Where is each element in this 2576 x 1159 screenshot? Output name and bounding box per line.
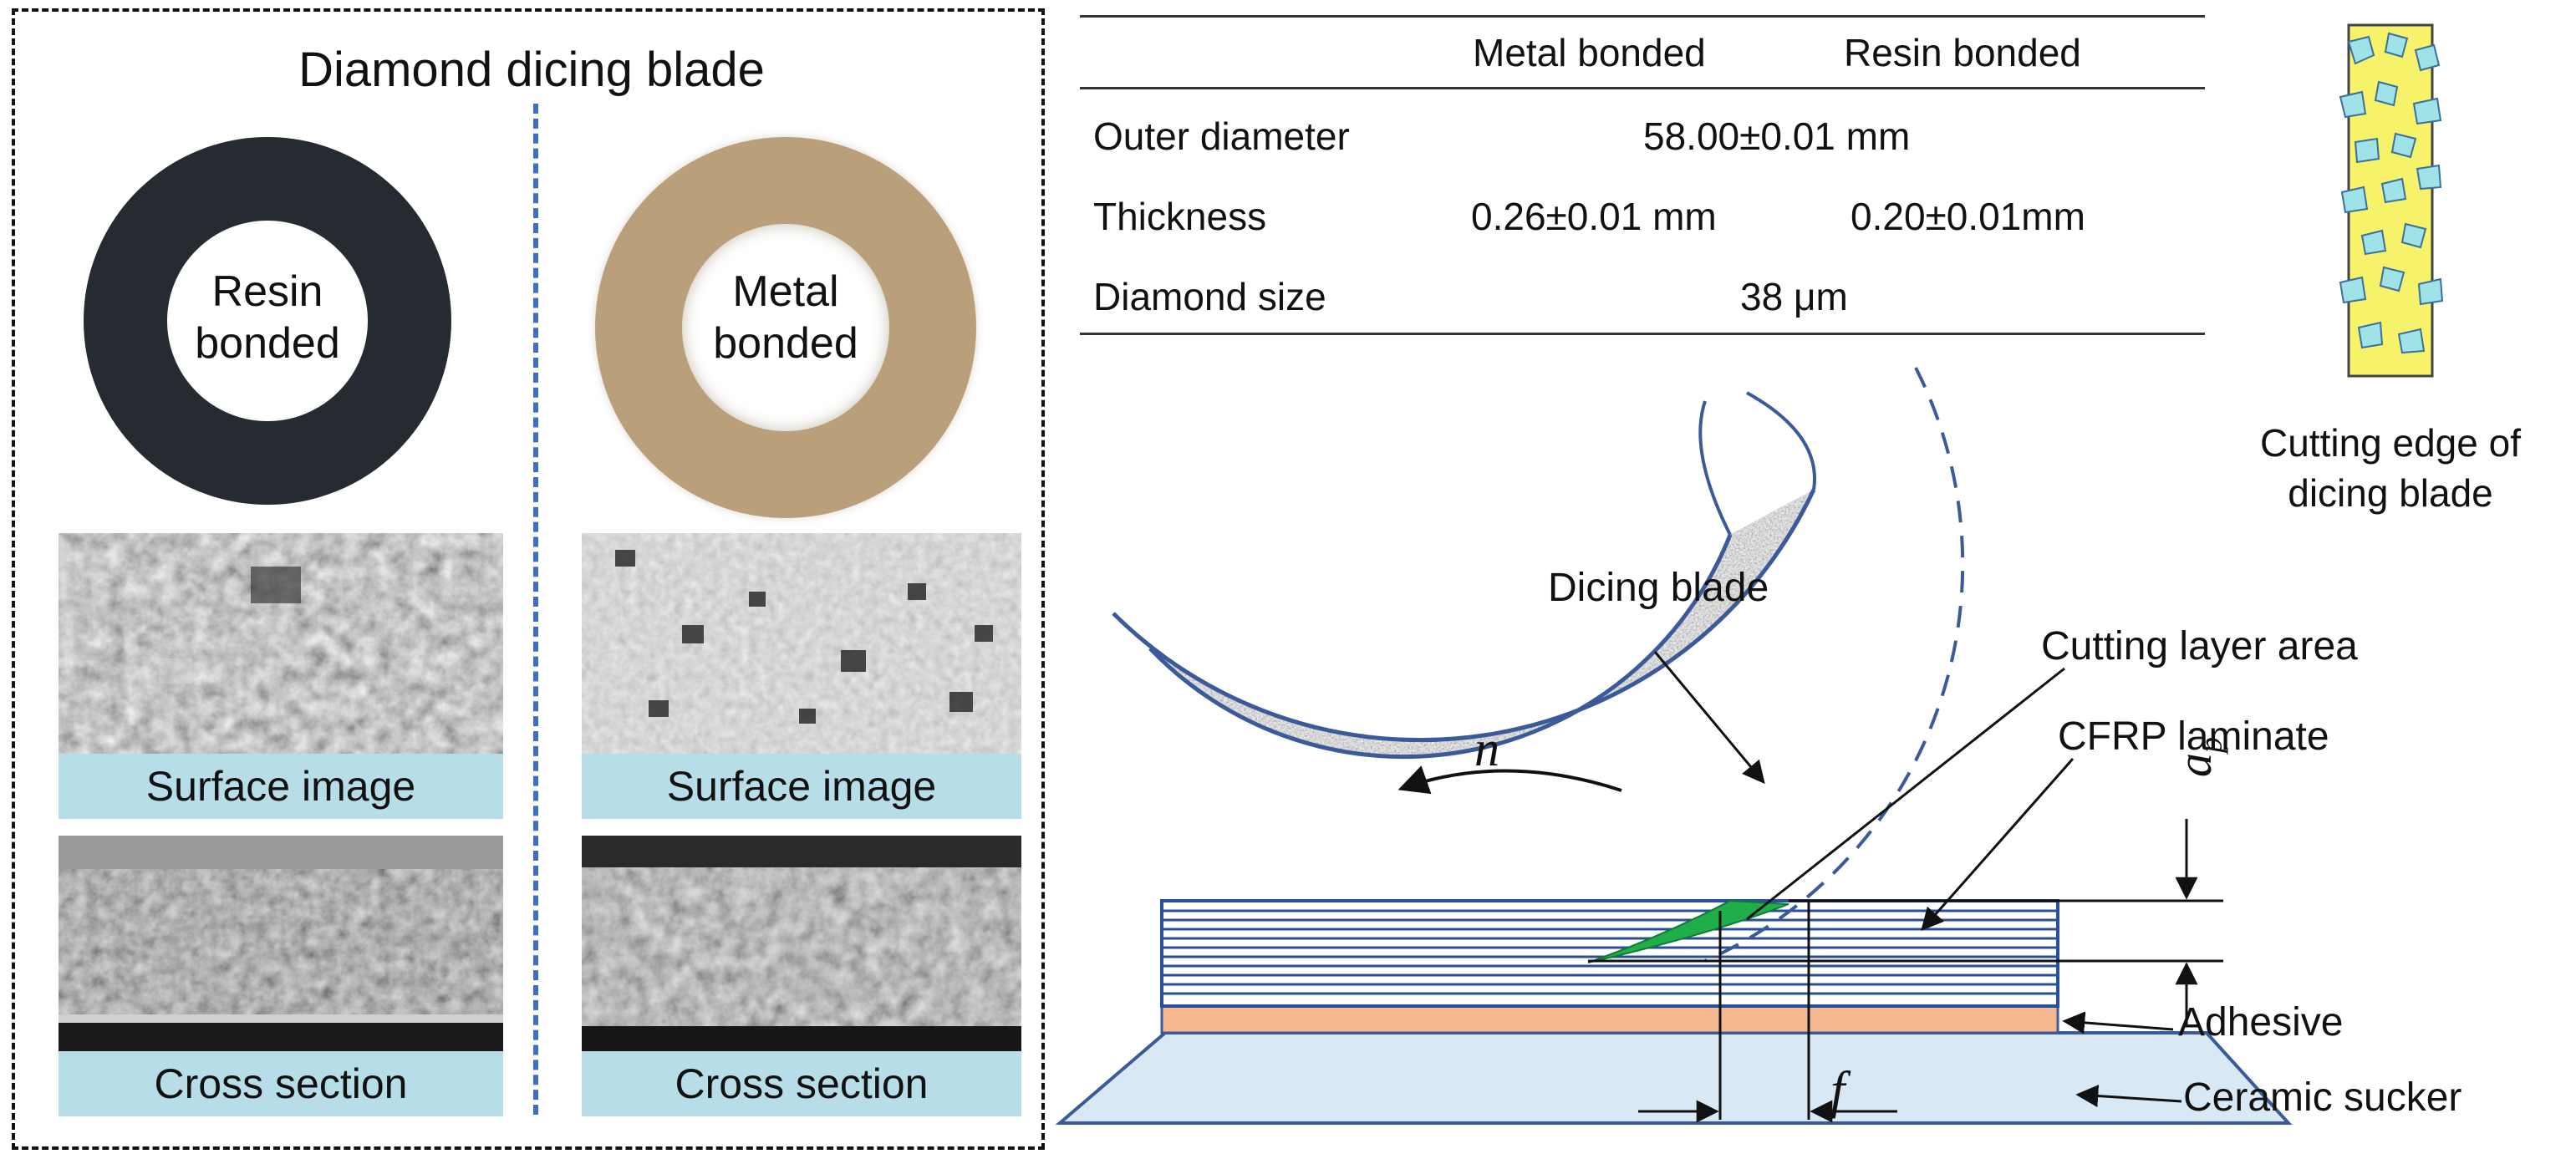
blade-photo-panel: Diamond dicing blade Resin bonded Metal …	[12, 8, 1045, 1150]
feed-dimension	[1638, 901, 1897, 1123]
ceramic-sucker	[1055, 1031, 2293, 1125]
table-row-label: Diamond size	[1093, 275, 1326, 318]
metal-ring-label: Metal bonded	[713, 267, 858, 368]
cutting-edge-illustration	[2339, 23, 2444, 378]
table-top-rule	[1080, 15, 2205, 18]
adhesive-label: Adhesive	[2178, 1000, 2344, 1045]
resin-cross-caption: Cross section	[59, 1051, 503, 1116]
adhesive-layer	[1160, 1004, 2059, 1034]
adhesive-leader	[2062, 1011, 2174, 1034]
rotation-arrow	[1397, 765, 1622, 795]
table-cell-thickness-resin: 0.20±0.01mm	[1851, 195, 2085, 238]
ceramic-sucker-label: Ceramic sucker	[2183, 1075, 2462, 1120]
metal-cross-caption: Cross section	[582, 1051, 1021, 1116]
metal-surface-caption: Surface image	[582, 754, 1021, 819]
depth-of-cut-dimension	[1588, 819, 2223, 1024]
panel-divider	[533, 104, 538, 1115]
dicing-blade-leader	[1653, 651, 1765, 785]
table-row-label: Outer diameter	[1093, 114, 1350, 158]
table-bottom-rule	[1080, 333, 2205, 335]
ceramic-leader	[2075, 1085, 2182, 1108]
cutting-layer-label: Cutting layer area	[2041, 624, 2358, 668]
cutting-layer-leader	[1746, 667, 2065, 921]
feed-symbol: f	[1830, 1062, 1845, 1119]
rotation-symbol: n	[1474, 721, 1499, 776]
depth-symbol: ap	[2167, 737, 2229, 777]
cutting-layer-area	[1587, 899, 1789, 963]
table-cell-outer-diameter: 58.00±0.01 mm	[1643, 114, 1911, 158]
table-header-rule	[1080, 87, 2205, 89]
resin-surface-caption: Surface image	[59, 754, 503, 819]
cfrp-laminate-label: CFRP laminate	[2058, 714, 2329, 759]
table-row-label: Thickness	[1093, 195, 1267, 238]
table-cell-diamond-size: 38 μm	[1740, 275, 1848, 318]
metal-surface-sem-image	[582, 533, 1021, 754]
table-header-metal: Metal bonded	[1473, 31, 1706, 74]
dicing-blade	[1112, 391, 1816, 760]
resin-cross-section-sem-image	[59, 836, 503, 1051]
metal-cross-section-sem-image	[582, 836, 1021, 1051]
resin-surface-sem-image	[59, 533, 503, 754]
blade-dashed-outline	[1704, 367, 1965, 963]
cutting-edge-label: Cutting edge of dicing blade	[2259, 421, 2521, 515]
cfrp-laminate	[1160, 899, 2059, 1008]
table-cell-thickness-metal: 0.26±0.01 mm	[1471, 195, 1717, 238]
table-header-resin: Resin bonded	[1844, 31, 2081, 74]
laminate-lines	[1162, 909, 2058, 995]
panel-title: Diamond dicing blade	[298, 43, 765, 97]
dicing-blade-label: Dicing blade	[1548, 566, 1769, 610]
resin-ring-label: Resin bonded	[195, 267, 340, 368]
